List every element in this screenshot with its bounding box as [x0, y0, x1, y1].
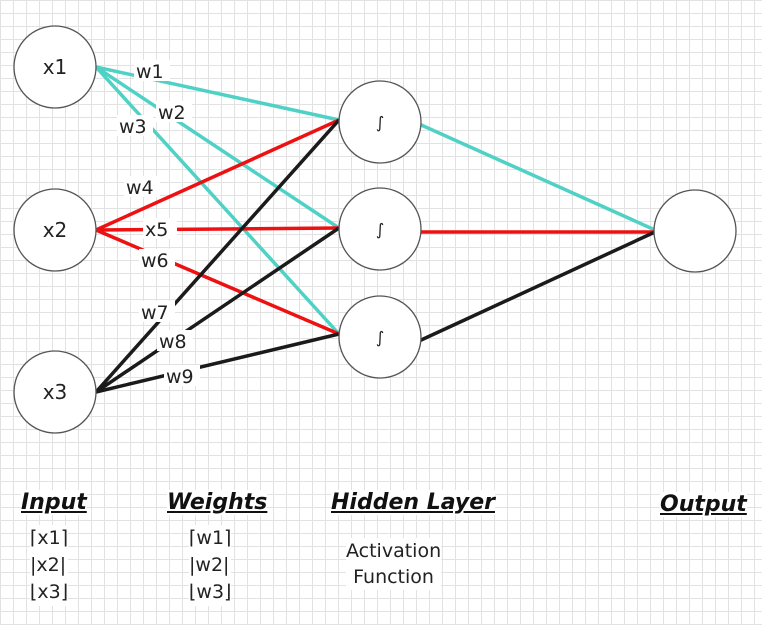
weight-label-w4: w4	[124, 176, 160, 199]
input-vector: ⌈x1⌉ |x2| ⌊x3⌋	[30, 525, 69, 606]
svg-text:w6: w6	[141, 250, 169, 272]
svg-text:w4: w4	[126, 177, 154, 199]
weight-label-w7: w7	[139, 301, 175, 324]
weight-label-x5: x5	[143, 218, 177, 241]
weights-heading: Weights	[167, 490, 268, 515]
caption-line-1: Activation	[346, 540, 442, 562]
edge-x1-h1	[95, 65, 340, 122]
edge-x3-h2	[95, 226, 340, 394]
activation-function-caption: Activation Function	[346, 538, 442, 590]
weight-label-w2: w2	[156, 101, 192, 124]
weight-label-w9: w9	[164, 365, 200, 388]
hidden-node-2: ∫	[338, 187, 422, 271]
input-node-x3: x3	[13, 350, 97, 434]
svg-text:w8: w8	[159, 331, 187, 353]
edge-x1-h2	[95, 65, 340, 230]
edge-h3-out	[418, 230, 656, 343]
edge-x1-h3	[94, 65, 341, 336]
edge-x3-h3	[95, 332, 340, 394]
caption-line-2: Function	[353, 566, 434, 588]
integral-icon: ∫	[376, 328, 384, 347]
weight-label-w6: w6	[139, 249, 175, 272]
svg-text:w2: w2	[158, 102, 186, 124]
hidden-node-3: ∫	[338, 295, 422, 379]
input-vector-row: ⌊x3⌋	[30, 581, 69, 603]
input-node-label: x3	[43, 380, 68, 404]
svg-text:w7: w7	[141, 302, 169, 324]
input-vector-row: |x2|	[30, 554, 67, 576]
input-heading: Input	[21, 490, 87, 515]
input-vector-row: ⌈x1⌉	[30, 527, 69, 549]
weights-vector-row: ⌊w3⌋	[189, 581, 232, 603]
svg-text:x5: x5	[145, 219, 168, 241]
input-node-x1: x1	[13, 25, 97, 109]
weight-label-w3: w3	[117, 115, 153, 138]
edge-x2-h1	[95, 118, 340, 232]
svg-text:w3: w3	[119, 116, 147, 138]
weights-vector-row: ⌈w1⌉	[189, 527, 232, 549]
input-node-label: x2	[43, 218, 68, 242]
weights-vector: ⌈w1⌉ |w2| ⌊w3⌋	[189, 525, 232, 606]
hidden-layer-heading: Hidden Layer	[331, 490, 495, 515]
input-node-label: x1	[43, 55, 68, 79]
output-heading: Output	[660, 492, 747, 517]
weight-label-w8: w8	[157, 330, 193, 353]
integral-icon: ∫	[376, 220, 384, 239]
integral-icon: ∫	[376, 113, 384, 132]
weights-vector-row: |w2|	[189, 554, 230, 576]
edge-x3-h1	[94, 118, 341, 394]
hidden-node-1: ∫	[338, 80, 422, 164]
weight-label-w1: w1	[134, 60, 170, 83]
edge-h1-out	[418, 122, 656, 232]
edge-x2-h3	[95, 228, 340, 336]
svg-text:w1: w1	[136, 61, 164, 83]
svg-text:w9: w9	[166, 366, 194, 388]
edge-x2-h2	[95, 226, 340, 232]
output-node	[653, 189, 737, 273]
input-node-x2: x2	[13, 188, 97, 272]
